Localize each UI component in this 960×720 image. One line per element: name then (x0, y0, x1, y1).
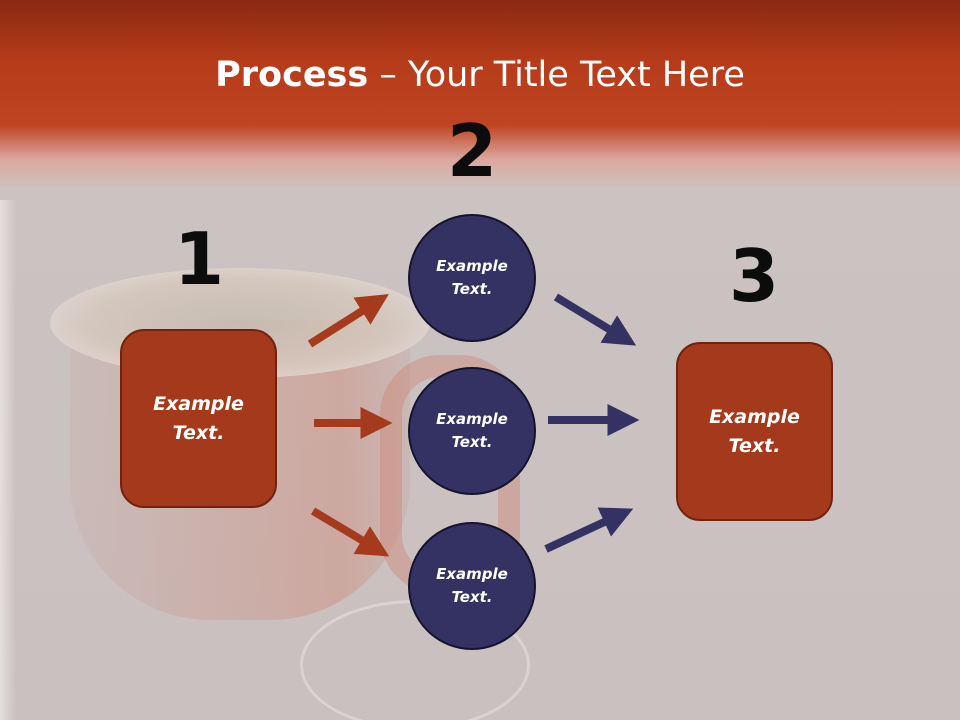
circle-bottom-line2: Text. (451, 588, 493, 606)
circle-top: Example Text. (408, 214, 536, 342)
left-box: Example Text. (120, 329, 277, 508)
left-box-line2: Text. (172, 421, 225, 444)
arrow-navy-up (544, 507, 634, 553)
step-number-2: 2 (446, 109, 498, 193)
slide-title: Process – Your Title Text Here (0, 52, 960, 98)
right-box: Example Text. (676, 342, 833, 521)
title-bold-part: Process (215, 55, 369, 95)
circle-bottom: Example Text. (408, 522, 536, 650)
arrow-red-up (307, 294, 389, 348)
right-box-line1: Example (709, 405, 800, 428)
circle-middle-line1: Example (436, 410, 508, 428)
circle-top-line2: Text. (451, 280, 493, 298)
circle-bottom-line1: Example (436, 565, 508, 583)
step-number-3: 3 (728, 234, 780, 318)
arrow-red-down (310, 507, 390, 557)
background-edge-glow (0, 200, 16, 720)
circle-top-line1: Example (436, 257, 508, 275)
circle-middle: Example Text. (408, 367, 536, 495)
title-rest-part: – Your Title Text Here (368, 55, 745, 95)
step-number-1: 1 (173, 217, 225, 301)
left-box-line1: Example (153, 392, 244, 415)
right-box-line2: Text. (728, 434, 781, 457)
arrow-navy-down (553, 293, 637, 346)
circle-middle-line2: Text. (451, 433, 493, 451)
